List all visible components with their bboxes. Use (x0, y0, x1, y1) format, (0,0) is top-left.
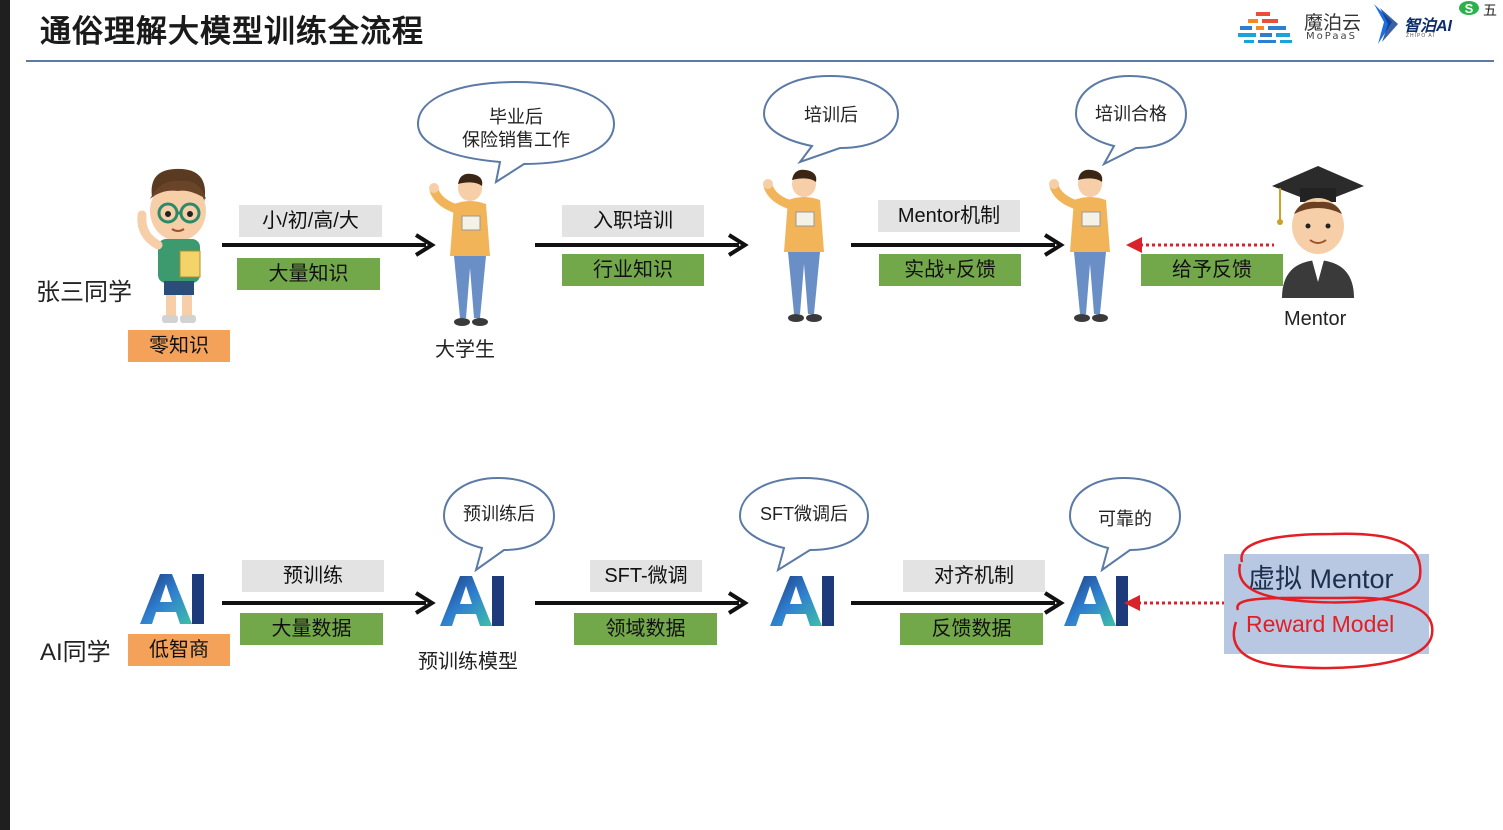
ai-logo-start (140, 574, 204, 624)
low-intelligence-tag: 低智商 (128, 634, 230, 666)
college-student-caption: 大学生 (435, 339, 495, 361)
virtual-mentor-box (1224, 554, 1429, 654)
bubble-reliable-text: 可靠的 (1098, 509, 1152, 529)
svg-text:S: S (1465, 1, 1474, 16)
ai-step3-alignment-tag: 对齐机制 (903, 560, 1045, 592)
trained-employee-figure (763, 169, 824, 322)
corner-badge-text: 五 (1483, 2, 1497, 18)
feedback-tag: 给予反馈 (1141, 254, 1283, 286)
mentor-graduate-figure (1272, 166, 1364, 298)
red-circle-annotation (1232, 532, 1434, 670)
step2-industry-tag: 行业知识 (562, 254, 704, 286)
pretrained-model-caption: 预训练模型 (418, 651, 518, 673)
bubble-graduation-line1: 毕业后 (489, 107, 543, 127)
title-divider (26, 60, 1494, 62)
bubble-graduation-line2: 保险销售工作 (462, 130, 570, 150)
speech-bubble-after-pretraining (442, 476, 556, 572)
slide-title: 通俗理解大模型训练全流程 (40, 14, 424, 49)
speech-bubble-reliable (1068, 476, 1182, 572)
s-badge-icon: S (1459, 1, 1479, 16)
zhipu-logo-icon (1374, 4, 1398, 44)
ai-step2-domain-tag: 领域数据 (574, 613, 717, 645)
brand-logos: 魔泊云 MoPaaS 智泊AI ZHIPO AI (1238, 4, 1500, 50)
ai-step1-data-tag: 大量数据 (240, 613, 383, 645)
step2-onboarding-tag: 入职培训 (562, 205, 704, 237)
step2-arrow (535, 233, 749, 257)
window-edge (0, 0, 10, 830)
bubble-qualified-text: 培训合格 (1095, 104, 1167, 124)
mopaas-logo-subtext: MoPaaS (1306, 31, 1357, 42)
reward-model-label: Reward Model (1246, 611, 1395, 637)
step1-knowledge-tag: 大量知识 (237, 258, 380, 290)
speech-bubble-graduation (416, 80, 616, 185)
ai-logo-aligned (1064, 576, 1128, 626)
ai-logo-pretrained (440, 576, 504, 626)
speech-bubble-after-training (762, 74, 900, 164)
ai-logo-finetuned (770, 576, 834, 626)
virtual-mentor-label: 虚拟 Mentor (1248, 564, 1394, 594)
step3-arrow (851, 233, 1065, 257)
ai-step3-feedback-data-tag: 反馈数据 (900, 613, 1043, 645)
feedback-arrow (1126, 237, 1274, 253)
bubble-after-training-text: 培训后 (804, 105, 858, 125)
ai-step3-arrow (851, 591, 1065, 615)
graduate-figure (429, 173, 490, 326)
speech-bubble-qualified (1074, 74, 1188, 166)
zhipu-logo-subtext: ZHIPO AI (1406, 33, 1436, 39)
bubble-after-sft-text: SFT微调后 (760, 504, 848, 524)
ai-step1-pretrain-tag: 预训练 (242, 560, 384, 592)
ai-step2-arrow (535, 591, 749, 615)
ai-step1-arrow (222, 591, 436, 615)
bubble-after-pretraining-text: 预训练后 (463, 504, 535, 524)
human-row-label: 张三同学 (36, 279, 132, 306)
kid-student-figure (137, 168, 206, 323)
speech-bubble-after-sft (738, 476, 870, 572)
step1-school-tag: 小/初/高/大 (239, 205, 382, 237)
ai-step2-sft-tag: SFT-微调 (590, 560, 702, 592)
step3-mentor-tag: Mentor机制 (878, 200, 1020, 232)
zhipu-logo-text: 智泊AI (1404, 18, 1453, 35)
mopaas-logo-text: 魔泊云 (1304, 12, 1362, 34)
ai-feedback-arrow (1124, 595, 1224, 611)
zero-knowledge-tag: 零知识 (128, 330, 230, 362)
ai-row-label: AI同学 (40, 639, 111, 666)
mopaas-logo-icon (1238, 12, 1292, 43)
mentor-caption: Mentor (1284, 308, 1347, 330)
step1-arrow (222, 233, 436, 257)
step3-practice-tag: 实战+反馈 (879, 254, 1021, 286)
qualified-employee-figure (1049, 169, 1110, 322)
